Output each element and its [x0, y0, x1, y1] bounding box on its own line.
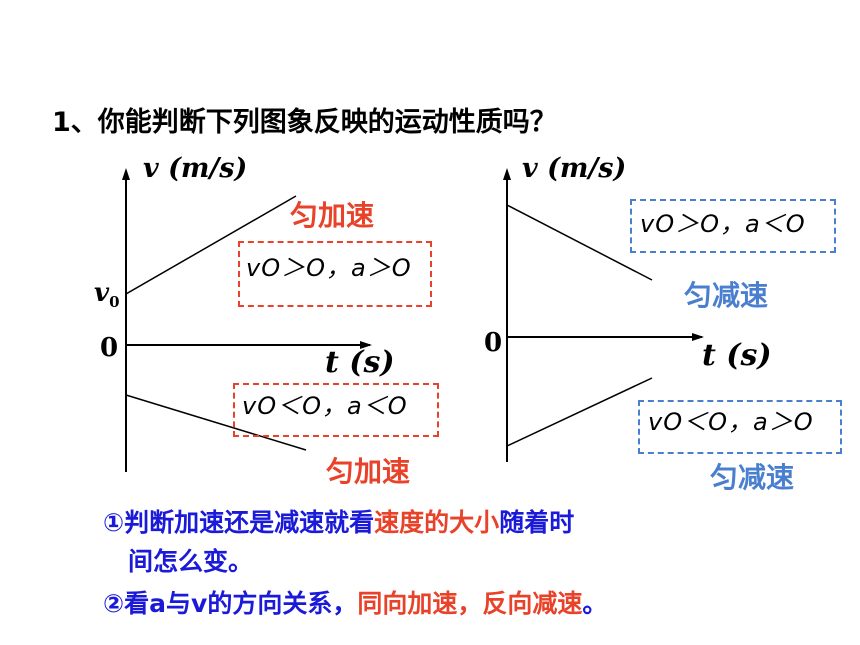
right-lower-line [506, 377, 653, 447]
note-3-highlight: 同向加速，反向减速 [357, 589, 583, 618]
left-lower-motion: 匀加速 [326, 455, 411, 488]
note-line-1: ①判断加速还是减速就看速度的大小随着时 [103, 505, 574, 541]
left-lower-condition-box [233, 383, 439, 437]
right-y-arrow [503, 168, 511, 180]
v0-main: v [94, 278, 110, 308]
note-line-2: 间怎么变。 [128, 547, 254, 576]
left-lower-condition: vO＜O，a＜O [242, 392, 408, 420]
right-upper-condition: vO＞O，a＜O [640, 210, 806, 238]
right-upper-condition-box [630, 199, 836, 253]
left-x-axis-label: t (s) [325, 345, 395, 380]
right-origin-label: 0 [484, 328, 503, 358]
left-x-arrow [360, 341, 372, 349]
right-x-axis-label: t (s) [702, 338, 772, 373]
left-upper-condition: vO＞O，a＞O [246, 254, 412, 282]
right-y-axis-label: v (m/s) [522, 153, 627, 184]
right-upper-line [506, 204, 653, 281]
right-x-arrow [692, 333, 704, 341]
right-lower-condition-box [638, 400, 842, 454]
left-upper-motion: 匀加速 [290, 199, 375, 232]
note-1-highlight: 速度的大小 [374, 508, 500, 537]
right-lower-condition: vO＜O，a＞O [648, 408, 814, 436]
left-y-axis-label: v (m/s) [143, 153, 248, 184]
v0-label: v0 [94, 278, 120, 311]
left-upper-condition-box [238, 241, 432, 307]
v0-sub: 0 [109, 293, 120, 312]
right-lower-motion: 匀减速 [710, 461, 795, 494]
left-lower-line [125, 394, 307, 451]
note-3-pre: ②看a与v的方向关系， [103, 589, 358, 618]
question-title: 1、你能判断下列图象反映的运动性质吗？ [52, 107, 557, 138]
note-3-post: 。 [582, 589, 608, 618]
note-line-3: ②看a与v的方向关系，同向加速，反向减速。 [103, 586, 607, 622]
right-upper-motion: 匀减速 [684, 279, 769, 312]
left-y-arrow [122, 168, 130, 180]
note-1-pre: ①判断加速还是减速就看 [103, 508, 375, 537]
left-upper-line [125, 195, 297, 295]
left-origin-label: 0 [100, 333, 119, 363]
note-1-post: 随着时 [499, 508, 575, 537]
